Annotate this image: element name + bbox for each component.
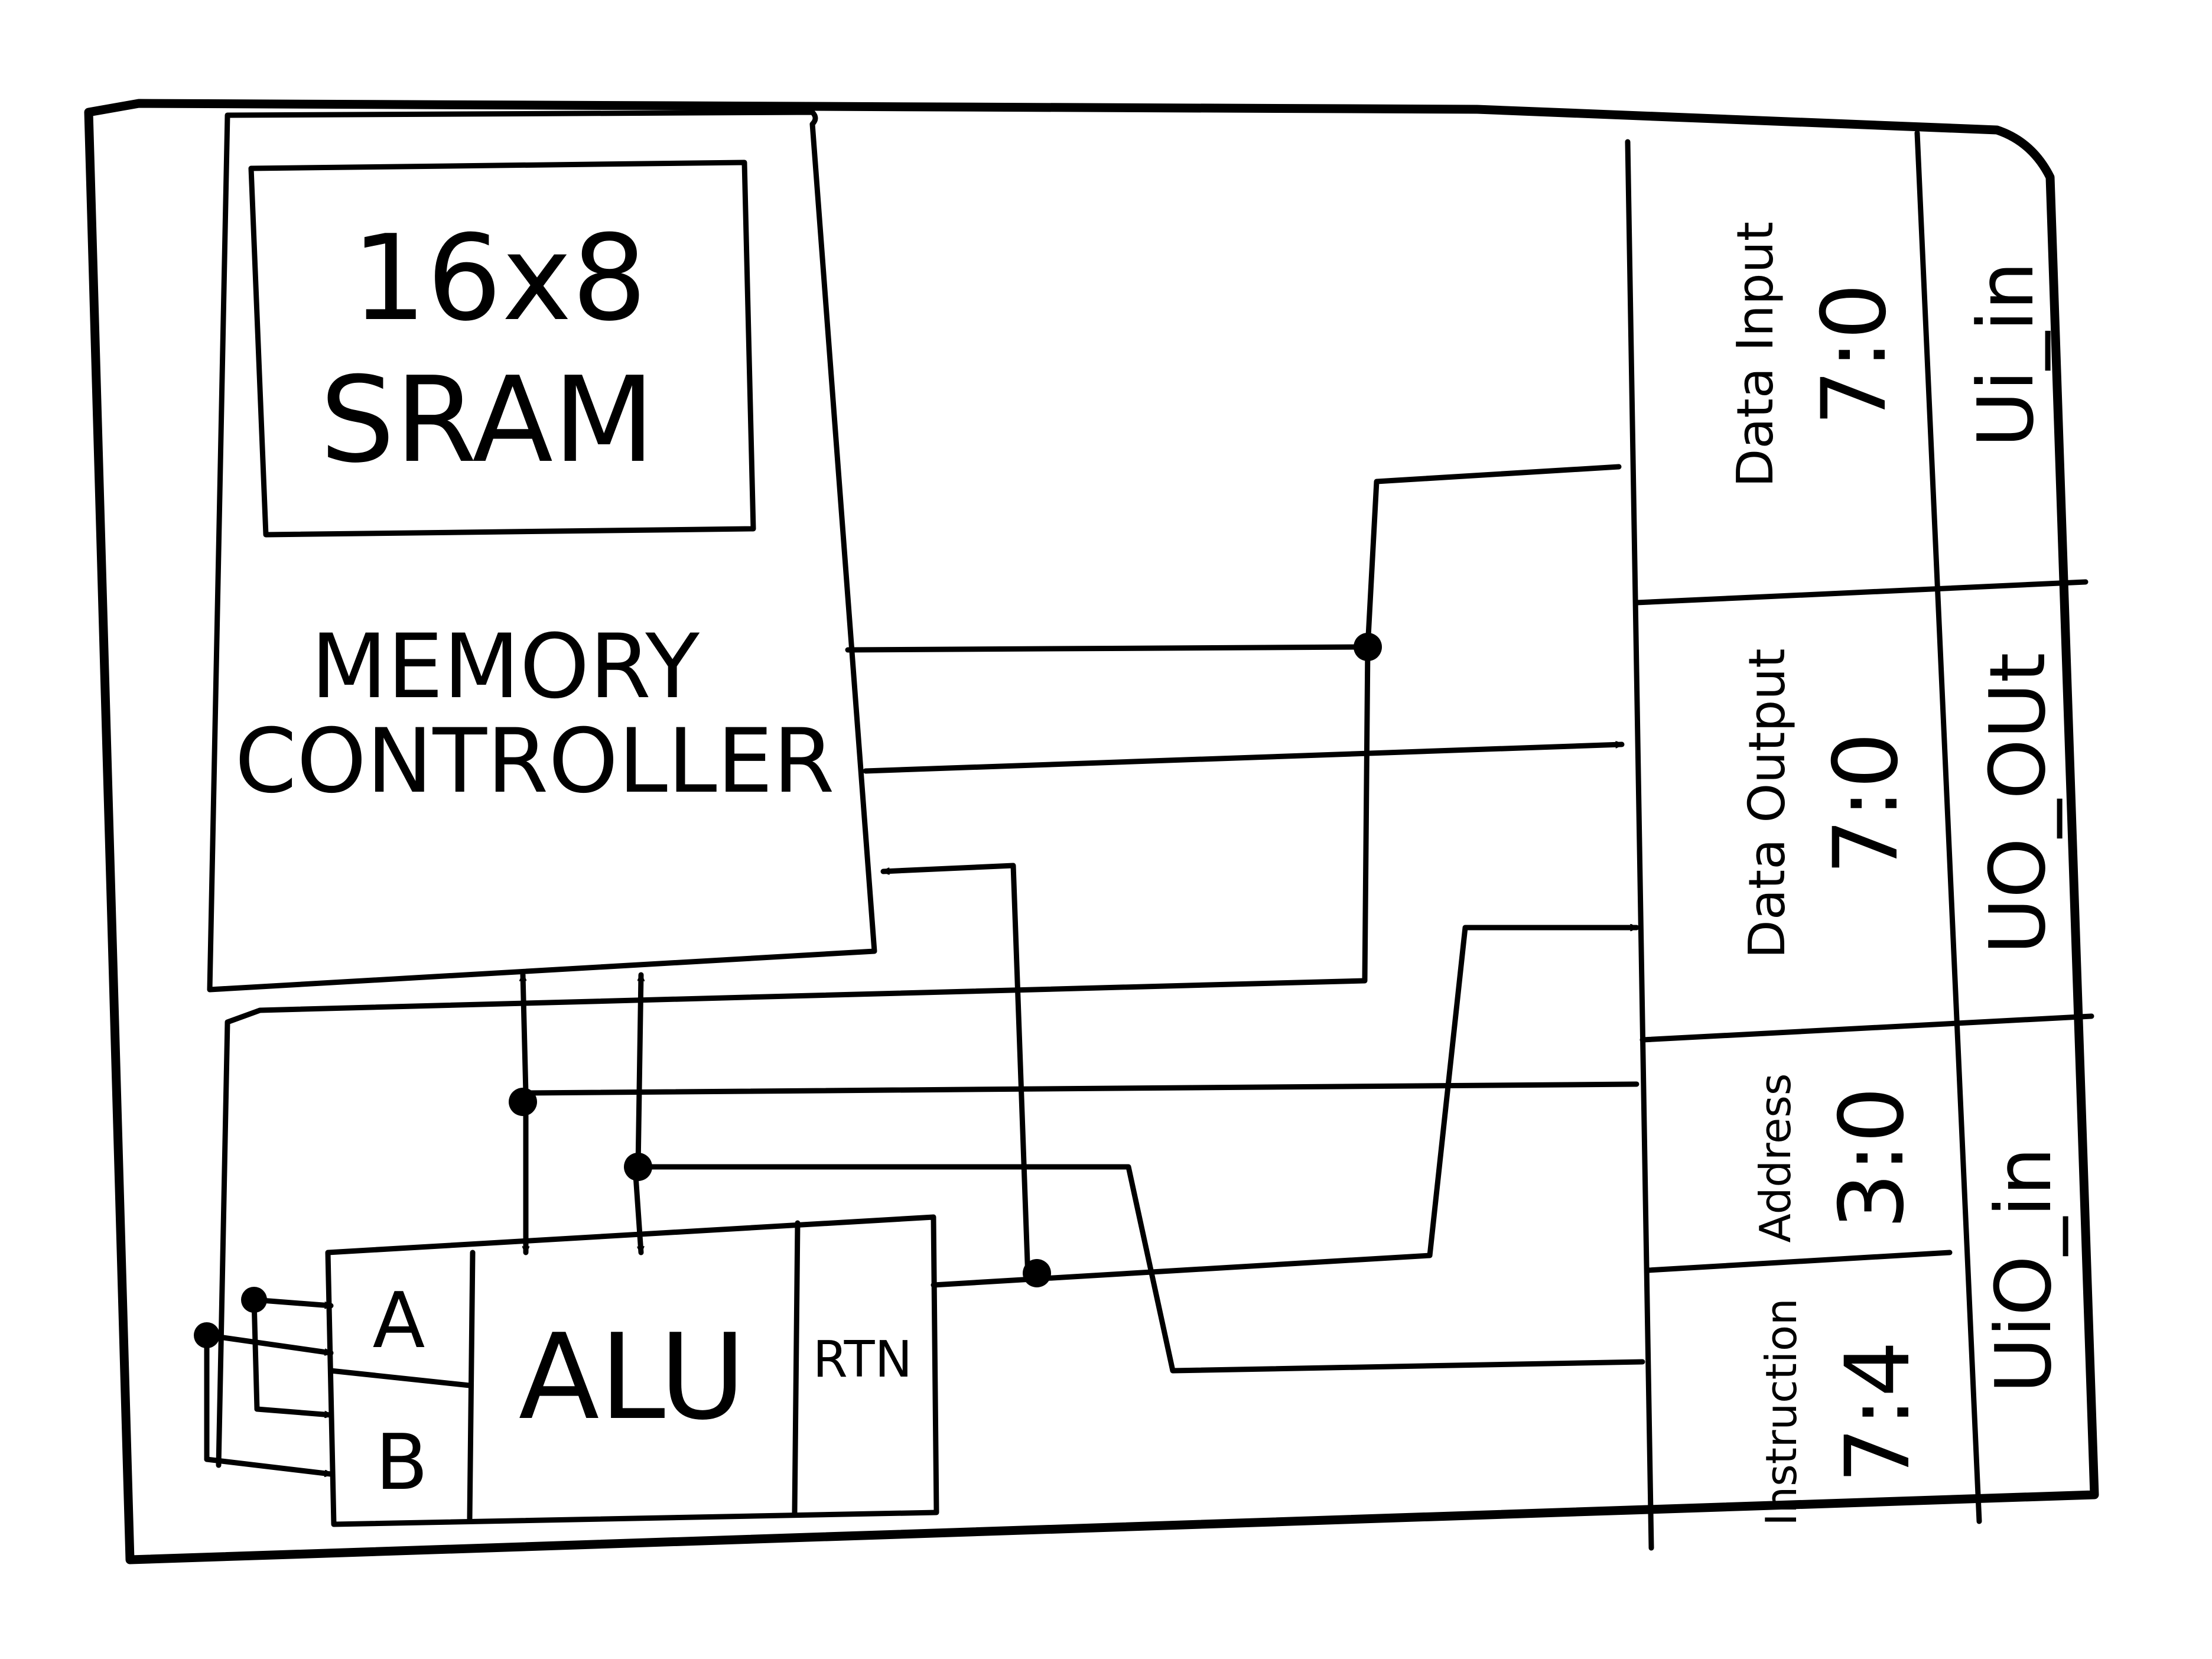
io-row-divider-2: [1640, 1013, 2094, 1043]
alu-rtn-label: RTN: [813, 1331, 912, 1389]
sram-capacity-label: 16x8: [352, 210, 647, 347]
junction-dot: [241, 1287, 267, 1313]
junction-dot: [1023, 1259, 1051, 1287]
io-row-instruction: Instruction 7:4: [1756, 1298, 1930, 1525]
io-row-address: Address 3:0: [1751, 1074, 1924, 1243]
memory-controller-label-line2: CONTROLLER: [235, 710, 834, 813]
io-row-data-input: Data Input 7:0 Ui_in: [1726, 222, 2051, 487]
io-bits-label: 7:0: [1815, 732, 1918, 874]
wire-rtn-to-controller: [880, 863, 1031, 1282]
io-row-divider-1: [1634, 579, 2089, 606]
alu-divider-right: [792, 1220, 801, 1515]
io-table-col-divider: [1914, 130, 1982, 1524]
alu-divider-ab: [328, 1368, 473, 1388]
io-signal-label: Data Output: [1738, 648, 1797, 958]
io-bits-label: 7:4: [1827, 1341, 1930, 1483]
io-signal-label: Address: [1751, 1074, 1800, 1243]
io-row-divider-3: [1645, 1250, 1953, 1273]
io-port-label: UO_OUt: [1973, 653, 2063, 955]
sram-label: SRAM: [320, 352, 655, 489]
wire-to-input-b: [254, 1406, 334, 1415]
memory-controller-label-line1: MEMORY: [311, 616, 700, 718]
wire-to-input-b-2: [204, 1456, 334, 1474]
wire-data-input-to-controller: [845, 464, 1622, 650]
junction-dot: [509, 1088, 537, 1116]
wire-instruction-up: [635, 972, 641, 1170]
alu-block: [325, 1214, 939, 1527]
wire-controller-to-data-output: [863, 744, 1625, 774]
outer-frame: [84, 99, 2099, 1564]
memory-controller-block: [207, 109, 877, 993]
io-row-data-output: Data Output 7:0 UO_OUt: [1738, 648, 2063, 958]
io-port-label: Ui_in: [1961, 262, 2051, 448]
io-table-left-edge: [1625, 139, 1654, 1551]
junction-dot: [194, 1322, 220, 1348]
wire-data-input-to-alu: [216, 644, 1371, 1468]
io-signal-label: Data Input: [1726, 222, 1785, 487]
io-signal-label: Instruction: [1756, 1298, 1806, 1525]
wire-address-up: [523, 972, 529, 1096]
wire-to-input-a-2: [204, 1332, 334, 1353]
wire-instruction: [632, 1164, 1645, 1374]
alu-label: ALU: [519, 1309, 746, 1446]
alu-input-a-label: A: [373, 1276, 425, 1365]
junction-dot: [624, 1153, 652, 1181]
io-bits-label: 3:0: [1821, 1087, 1924, 1229]
sram-block: [248, 160, 756, 538]
wire-a-rail: [251, 1297, 260, 1412]
io-bottom-port-label: UiO_in: [1979, 1147, 2068, 1393]
junction-dot: [1354, 633, 1382, 661]
alu-input-b-label: B: [375, 1417, 428, 1507]
io-bits-label: 7:0: [1803, 283, 1906, 425]
